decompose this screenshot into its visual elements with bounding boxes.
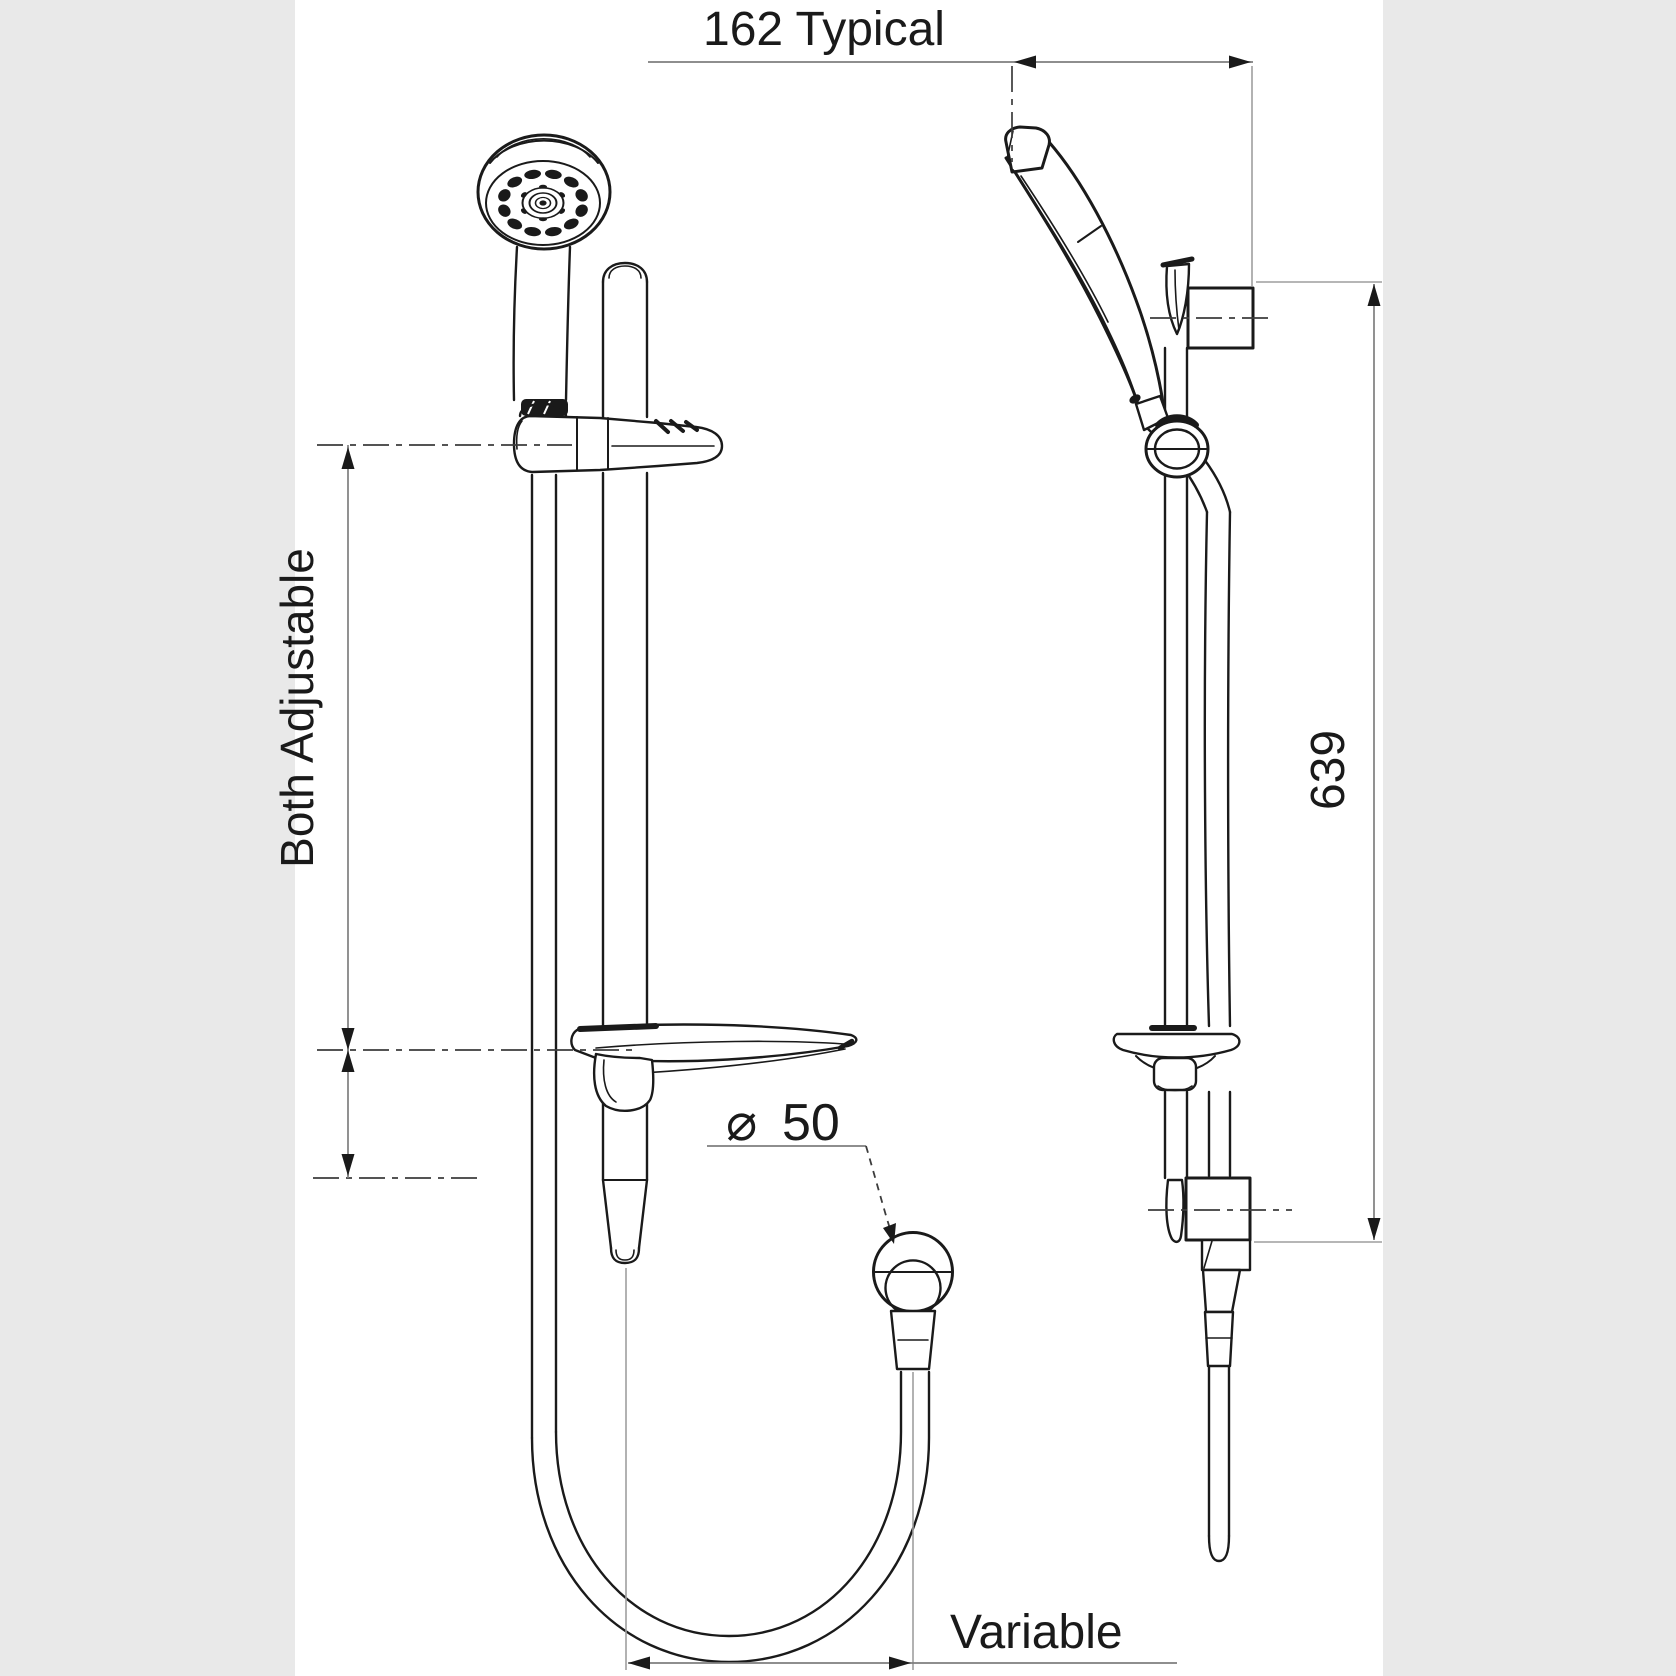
dimension-label-639: 639 bbox=[1302, 730, 1355, 810]
side-view bbox=[1004, 125, 1292, 1563]
dimension-label-variable: Variable bbox=[950, 1606, 1123, 1659]
shower-head-front bbox=[476, 133, 612, 251]
hose-end-side bbox=[1207, 1534, 1231, 1563]
dimension-162-typical: 162 Typical bbox=[648, 3, 1253, 286]
hose-connector-side bbox=[1203, 1310, 1235, 1368]
dimension-variable: Variable bbox=[625, 1268, 1177, 1670]
soap-dish-clamp-side bbox=[1152, 1056, 1198, 1092]
paper-sheet bbox=[295, 0, 1383, 1676]
dimension-label-162: 162 Typical bbox=[703, 3, 945, 56]
slide-rail-front bbox=[601, 261, 649, 1265]
wall-bracket-bottom bbox=[1165, 1176, 1252, 1244]
dimension-both-adjustable: Both Adjustable bbox=[271, 445, 355, 1178]
soap-dish-clamp-front bbox=[592, 1052, 655, 1112]
front-view bbox=[313, 133, 954, 1664]
handset-holder-front bbox=[512, 402, 724, 474]
holder-fin-side bbox=[1160, 256, 1195, 336]
rail-end-cap-side bbox=[1165, 1178, 1185, 1244]
diameter-symbol: ⌀ bbox=[726, 1094, 757, 1152]
wall-elbow-front bbox=[872, 1231, 954, 1371]
dimension-639: 639 bbox=[1254, 281, 1382, 1243]
diameter-value: 50 bbox=[782, 1094, 840, 1152]
handset-cap-side bbox=[1004, 125, 1051, 174]
soap-dish-front bbox=[570, 1023, 858, 1112]
handset-front bbox=[476, 133, 612, 416]
holder-ring-side bbox=[1144, 414, 1210, 479]
dimension-label-both-adjustable: Both Adjustable bbox=[271, 548, 323, 868]
wall-elbow-side bbox=[1200, 1238, 1252, 1563]
dimension-diameter-50: ⌀ 50 bbox=[707, 1094, 896, 1244]
spray-face bbox=[498, 169, 588, 237]
shower-hose-front bbox=[530, 473, 931, 1664]
soap-dish-side bbox=[1112, 1025, 1241, 1092]
